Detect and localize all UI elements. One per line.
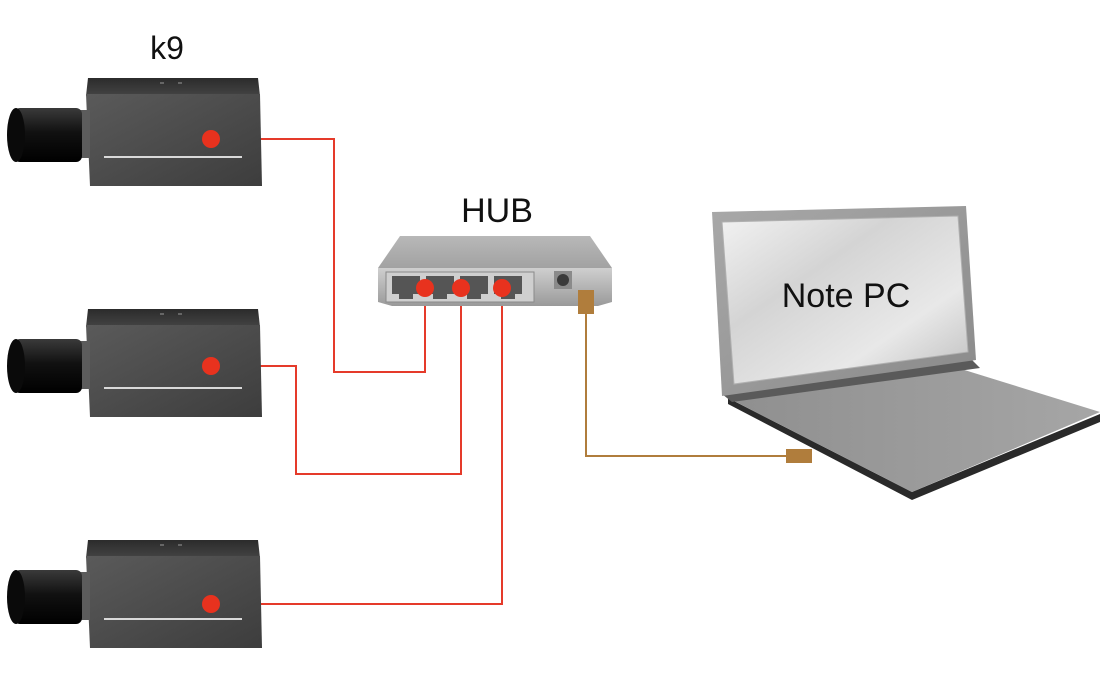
- camera-3-port: [202, 595, 220, 613]
- camera-2: [7, 309, 262, 417]
- camera-1-port: [202, 130, 220, 148]
- cable-camera-3: [211, 289, 503, 605]
- hub-port-1: [416, 279, 434, 297]
- hub: [378, 236, 612, 314]
- camera-cables: [211, 138, 503, 605]
- hub-port-2: [452, 279, 470, 297]
- hub-port-3: [493, 279, 511, 297]
- pc-screen: [721, 215, 969, 385]
- camera-label: k9: [150, 30, 184, 66]
- camera-3: [7, 540, 262, 648]
- cable-pc: [585, 313, 798, 457]
- camera-1: [7, 78, 262, 186]
- cable-camera-1: [211, 138, 426, 373]
- pc-label: Note PC: [782, 277, 911, 315]
- note-pc: [712, 206, 1100, 500]
- cable-camera-2: [211, 289, 462, 475]
- camera-2-port: [202, 357, 220, 375]
- hub-label: HUB: [461, 192, 533, 230]
